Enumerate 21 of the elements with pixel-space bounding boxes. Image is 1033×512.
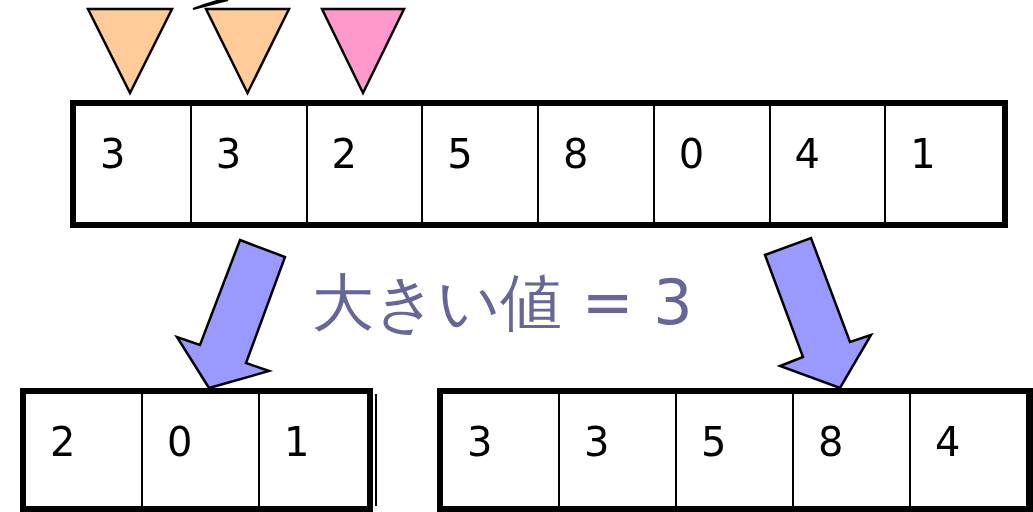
array-cell: 8 [794, 394, 911, 506]
array-cell: 3 [191, 106, 308, 222]
array-cell: 2 [26, 394, 143, 506]
array-cell: 4 [770, 106, 887, 222]
array-cell: 5 [423, 106, 539, 222]
array-box [437, 388, 1033, 512]
array-cell: 3 [443, 394, 560, 506]
array-cell: 8 [539, 106, 655, 222]
threshold-label: 大きい値 = 3 [312, 272, 693, 334]
block-arrow [174, 238, 287, 390]
array-cell: 3 [560, 394, 677, 506]
array-cell: 2 [307, 106, 424, 222]
array-cell: 5 [677, 394, 794, 506]
block-arrow [763, 236, 874, 390]
array-cell: 4 [911, 394, 1028, 506]
array-box [70, 100, 1008, 228]
array-cell: 0 [143, 394, 260, 506]
array-cell: 1 [886, 106, 1002, 222]
array-cell: 3 [76, 106, 192, 222]
array-cell: 0 [654, 106, 771, 222]
array-cell: 1 [260, 394, 377, 506]
